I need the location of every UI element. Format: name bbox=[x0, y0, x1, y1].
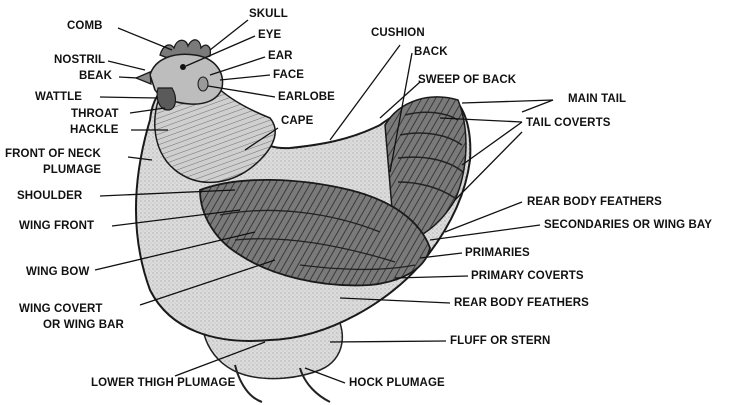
label-eye: EYE bbox=[258, 29, 281, 42]
label-beak: BEAK bbox=[79, 70, 112, 83]
eye-dot bbox=[180, 64, 186, 70]
label-hock-plumage: HOCK PLUMAGE bbox=[349, 377, 445, 390]
label-back: BACK bbox=[414, 46, 448, 59]
label-skull: SKULL bbox=[249, 8, 288, 21]
label-cushion: CUSHION bbox=[371, 27, 425, 40]
label-nostril: NOSTRIL bbox=[54, 54, 105, 67]
hen-head bbox=[136, 40, 223, 110]
label-wing-bow: WING BOW bbox=[26, 266, 89, 279]
label-front-of-neck-line2: PLUMAGE bbox=[43, 164, 101, 177]
label-earlobe: EARLOBE bbox=[278, 91, 335, 104]
label-fluff-or-stern: FLUFF OR STERN bbox=[450, 335, 550, 348]
label-throat: THROAT bbox=[71, 108, 119, 121]
label-lower-thigh-plumage: LOWER THIGH PLUMAGE bbox=[91, 377, 235, 390]
label-comb: COMB bbox=[67, 20, 103, 33]
label-wing-covert-line2: OR WING BAR bbox=[43, 319, 124, 332]
label-wattle: WATTLE bbox=[35, 91, 82, 104]
label-shoulder: SHOULDER bbox=[17, 190, 82, 203]
label-cape: CAPE bbox=[281, 115, 313, 128]
label-ear: EAR bbox=[268, 50, 293, 63]
label-hackle: HACKLE bbox=[70, 124, 119, 137]
label-wing-front: WING FRONT bbox=[19, 220, 94, 233]
label-rear-body-feathers-lower: REAR BODY FEATHERS bbox=[454, 297, 589, 310]
label-secondaries: SECONDARIES OR WING BAY bbox=[544, 219, 712, 232]
label-wing-covert-line1: WING COVERT bbox=[19, 303, 103, 316]
label-front-of-neck-line1: FRONT OF NECK bbox=[5, 148, 101, 161]
label-rear-body-feathers-upper: REAR BODY FEATHERS bbox=[527, 196, 662, 209]
label-primary-coverts: PRIMARY COVERTS bbox=[471, 270, 584, 283]
label-face: FACE bbox=[273, 69, 304, 82]
label-sweep-of-back: SWEEP OF BACK bbox=[418, 74, 516, 87]
beak-shape bbox=[136, 72, 151, 84]
earlobe-shape bbox=[198, 77, 208, 91]
label-primaries: PRIMARIES bbox=[465, 247, 530, 260]
label-main-tail: MAIN TAIL bbox=[568, 93, 626, 106]
label-tail-coverts: TAIL COVERTS bbox=[526, 117, 610, 130]
